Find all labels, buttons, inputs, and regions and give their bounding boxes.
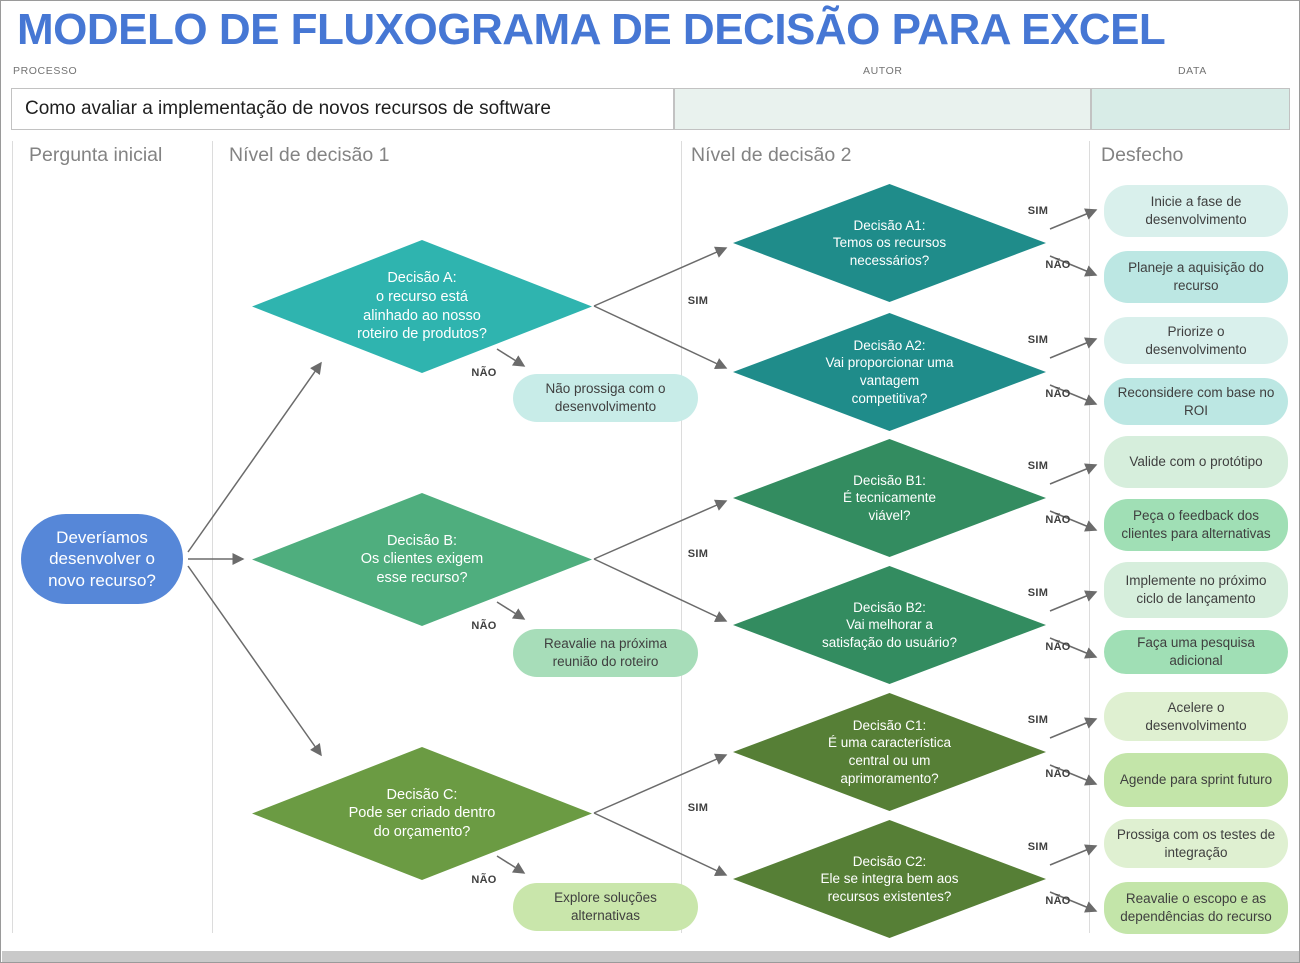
- nao-label: NÃO: [471, 874, 497, 886]
- decision-a2-diamond[interactable]: Decisão A2: Vai proporcionar uma vantage…: [733, 313, 1046, 431]
- decision-a-diamond[interactable]: Decisão A: o recurso está alinhado ao no…: [252, 240, 592, 373]
- outcome-pill[interactable]: Peça o feedback dos clientes para altern…: [1104, 499, 1288, 551]
- start-question-node[interactable]: Deveríamos desenvolver o novo recurso?: [21, 514, 183, 604]
- nao-label: NÃO: [1045, 259, 1071, 271]
- outcome-pill[interactable]: Reavalie o escopo e as dependências do r…: [1104, 882, 1288, 934]
- sim-label: SIM: [1027, 334, 1049, 346]
- arrow-a-nao: [496, 348, 526, 367]
- outcome-pill[interactable]: Planeje a aquisição do recurso: [1104, 251, 1288, 303]
- column-divider: [681, 141, 682, 933]
- no-action-c-pill[interactable]: Explore soluções alternativas: [513, 883, 698, 931]
- horizontal-scrollbar[interactable]: [2, 951, 1299, 962]
- decision-b2-diamond[interactable]: Decisão B2: Vai melhorar a satisfação do…: [733, 566, 1046, 684]
- column-header-pergunta-inicial: Pergunta inicial: [29, 144, 163, 166]
- sim-label: SIM: [1027, 587, 1049, 599]
- nao-label: NÃO: [1045, 514, 1071, 526]
- processo-input-cell[interactable]: Como avaliar a implementação de novos re…: [11, 88, 674, 130]
- arrow-b-nao: [496, 601, 526, 620]
- no-action-b-pill[interactable]: Reavalie na próxima reunião do roteiro: [513, 629, 698, 677]
- arrow-c-sim-c2: [593, 812, 728, 876]
- outcome-pill[interactable]: Prossiga com os testes de integração: [1104, 819, 1288, 868]
- nao-label: NÃO: [471, 620, 497, 632]
- page-title: MODELO DE FLUXOGRAMA DE DECISÃO PARA EXC…: [17, 5, 1166, 54]
- nao-label: NÃO: [1045, 641, 1071, 653]
- outcome-pill[interactable]: Priorize o desenvolvimento: [1104, 317, 1288, 364]
- arrow-start-to-a: [187, 361, 322, 553]
- decision-c2-diamond[interactable]: Decisão C2: Ele se integra bem aos recur…: [733, 820, 1046, 938]
- sim-label: SIM: [687, 548, 709, 560]
- outcome-pill[interactable]: Valide com o protótipo: [1104, 436, 1288, 488]
- outcome-pill[interactable]: Inicie a fase de desenvolvimento: [1104, 185, 1288, 237]
- start-question-text: Deveríamos: [56, 528, 148, 548]
- nao-label: NÃO: [1045, 895, 1071, 907]
- outcome-pill[interactable]: Reconsidere com base no ROI: [1104, 378, 1288, 425]
- arrow-start-to-c: [187, 565, 322, 757]
- column-header-nivel-1: Nível de decisão 1: [229, 144, 390, 166]
- sim-label: SIM: [1027, 714, 1049, 726]
- processo-label: PROCESSO: [13, 65, 78, 77]
- sim-label: SIM: [1027, 841, 1049, 853]
- decision-a1-diamond[interactable]: Decisão A1: Temos os recursos necessário…: [733, 184, 1046, 302]
- no-action-a-pill[interactable]: Não prossiga com o desenvolvimento: [513, 374, 698, 422]
- sim-label: SIM: [687, 295, 709, 307]
- sim-label: SIM: [1027, 460, 1049, 472]
- autor-label: AUTOR: [863, 65, 903, 77]
- data-input-cell[interactable]: [1091, 88, 1290, 130]
- decision-c1-diamond[interactable]: Decisão C1: É uma característica central…: [733, 693, 1046, 811]
- arrow-a-sim-a2: [593, 305, 728, 369]
- column-divider: [12, 141, 13, 933]
- decision-b-diamond[interactable]: Decisão B: Os clientes exigem esse recur…: [252, 493, 592, 626]
- arrow-b-sim-b2: [593, 558, 728, 622]
- outcome-pill[interactable]: Faça uma pesquisa adicional: [1104, 630, 1288, 674]
- data-label: DATA: [1178, 65, 1207, 77]
- column-divider: [212, 141, 213, 933]
- nao-label: NÃO: [1045, 768, 1071, 780]
- nao-label: NÃO: [1045, 388, 1071, 400]
- outcome-pill[interactable]: Agende para sprint futuro: [1104, 753, 1288, 807]
- arrow-c-nao: [496, 855, 526, 874]
- decision-b1-diamond[interactable]: Decisão B1: É tecnicamente viável?: [733, 439, 1046, 557]
- column-header-desfecho: Desfecho: [1101, 144, 1184, 166]
- sim-label: SIM: [687, 802, 709, 814]
- column-header-nivel-2: Nível de decisão 2: [691, 144, 852, 166]
- outcome-pill[interactable]: Acelere o desenvolvimento: [1104, 692, 1288, 741]
- decision-c-diamond[interactable]: Decisão C: Pode ser criado dentro do orç…: [252, 747, 592, 880]
- outcome-pill[interactable]: Implemente no próximo ciclo de lançament…: [1104, 562, 1288, 618]
- sim-label: SIM: [1027, 205, 1049, 217]
- nao-label: NÃO: [471, 367, 497, 379]
- column-divider: [1089, 141, 1090, 933]
- autor-input-cell[interactable]: [674, 88, 1091, 130]
